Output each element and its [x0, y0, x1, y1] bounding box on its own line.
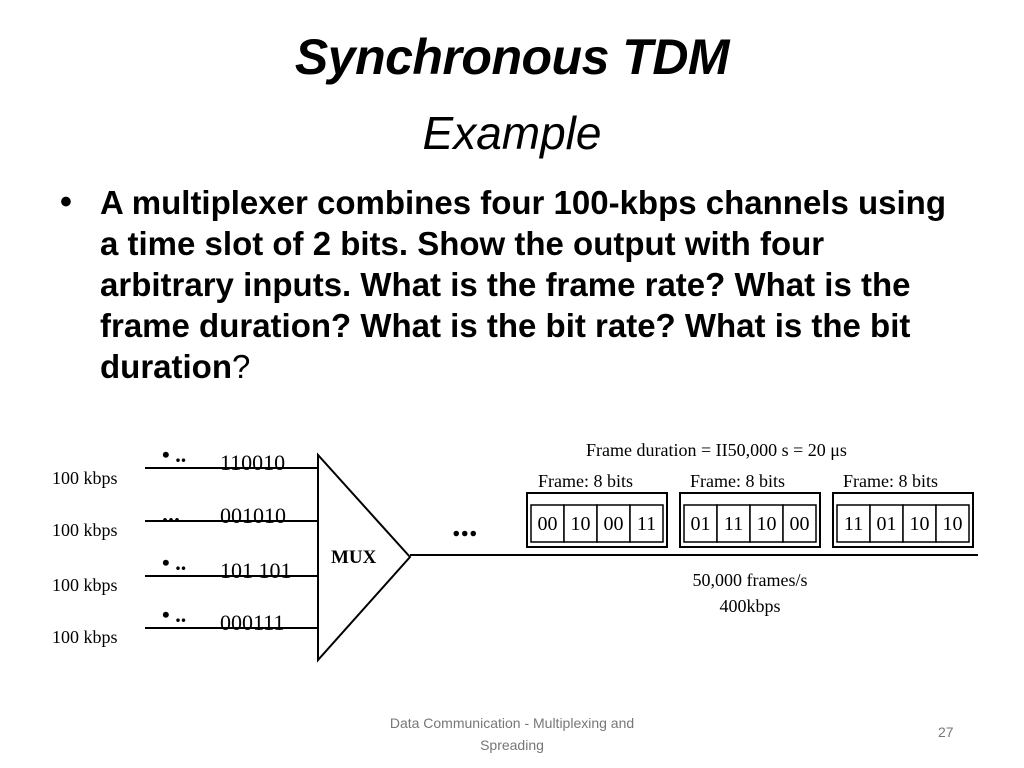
slot-bits: 10 [943, 513, 963, 535]
bullet-text: A multiplexer combines four 100-kbps cha… [100, 182, 960, 387]
slot-box [836, 504, 871, 543]
slot-bits: 00 [604, 513, 624, 535]
slot-bits: 11 [844, 513, 863, 535]
frame-duration-label: Frame duration = II50,000 s = 20 μs [586, 440, 847, 460]
slot-box [629, 504, 664, 543]
slide-footer: Data Communication - Multiplexing and Sp… [389, 715, 635, 753]
input-dots-2: ... [162, 502, 180, 528]
input-rate-label-3: 100 kbps [52, 575, 118, 595]
slot-bits: 00 [790, 513, 810, 535]
slot-bits: 00 [538, 513, 558, 535]
slot-box [869, 504, 904, 543]
bullet-bold-text: A multiplexer combines four 100-kbps cha… [100, 184, 946, 385]
input-rate-label-1: 100 kbps [52, 468, 118, 488]
input-rate-label-2: 100 kbps [52, 520, 118, 540]
page-number: 27 [938, 724, 954, 740]
slot-bits: 01 [691, 513, 711, 535]
slot-box [683, 504, 718, 543]
bullet-item: • A multiplexer combines four 100-kbps c… [60, 182, 960, 387]
slot-bits: 01 [877, 513, 897, 535]
slide-subtitle: Example [422, 107, 602, 159]
bullet-plain-tail: ? [231, 348, 251, 385]
slot-bits: 10 [910, 513, 930, 535]
slot-bits: 11 [724, 513, 743, 535]
input-rate-label-4: 100 kbps [52, 627, 118, 647]
slot-box [782, 504, 817, 543]
frame-rate-label: 50,000 frames/s [693, 570, 808, 590]
input-dots-4: • .. [162, 602, 186, 627]
input-dots-1: • .. [162, 442, 186, 467]
slot-bits: 10 [571, 513, 591, 535]
input-dots-3: • .. [162, 550, 186, 575]
input-bits-4: 000111 [220, 610, 284, 635]
slot-box [935, 504, 970, 543]
slide-title: Synchronous TDM [294, 29, 730, 85]
frame-label-2: Frame: 8 bits [690, 471, 785, 491]
slot-bits: 10 [757, 513, 777, 535]
input-bits-1: 110010 [220, 450, 285, 475]
frame-label-3: Frame: 8 bits [843, 471, 938, 491]
mux-block [317, 452, 412, 663]
mux-label: MUX [331, 547, 377, 568]
slot-bits: 11 [637, 513, 656, 535]
bit-rate-label: 400kbps [719, 596, 780, 616]
bullet-marker: • [60, 183, 72, 221]
slot-box [596, 504, 631, 543]
output-ellipsis: ... [452, 507, 478, 544]
frame-label-1: Frame: 8 bits [538, 471, 633, 491]
input-bits-3: 101 101 [220, 558, 292, 583]
input-bits-2: 001010 [220, 503, 286, 528]
